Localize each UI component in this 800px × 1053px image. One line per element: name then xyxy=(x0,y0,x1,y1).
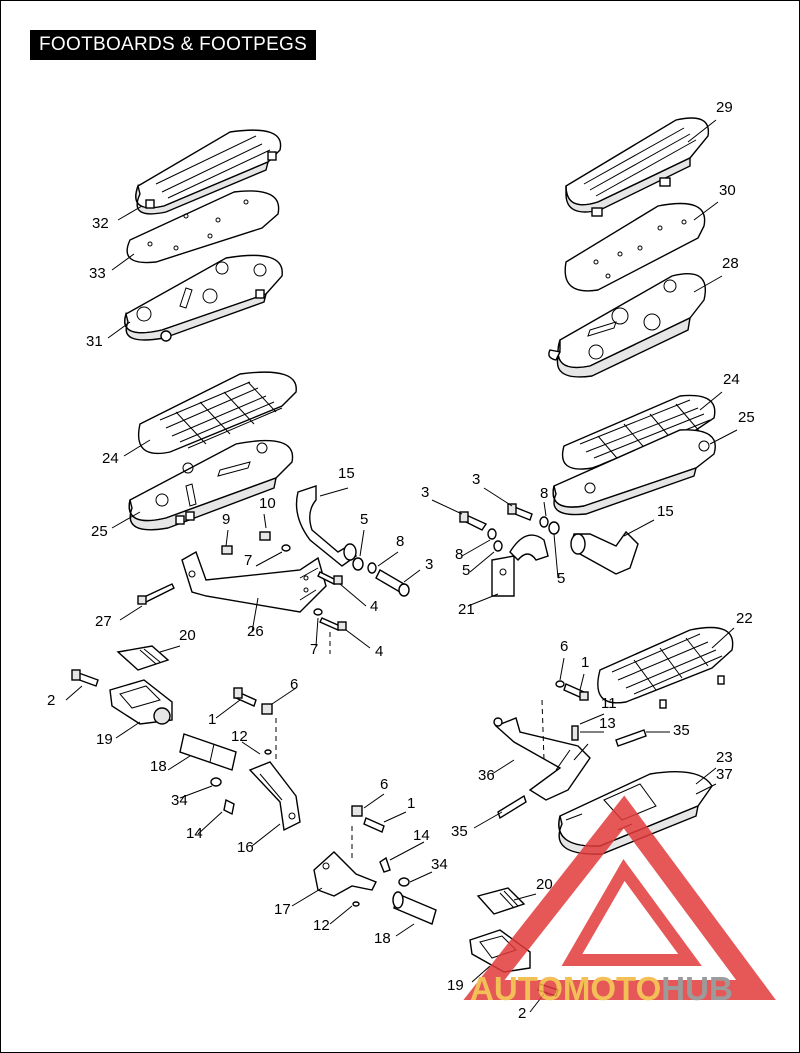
logo-triangle-icon xyxy=(463,795,776,1000)
callout-1: 1 xyxy=(581,654,589,671)
callout-28: 28 xyxy=(722,255,739,272)
callout-24: 24 xyxy=(102,450,119,467)
callout-6: 6 xyxy=(290,676,298,693)
callout-30: 30 xyxy=(719,182,736,199)
callout-17: 17 xyxy=(274,901,291,918)
dashed-alignment-lines xyxy=(275,632,545,860)
callout-9: 9 xyxy=(222,511,230,528)
pin-18-left xyxy=(179,733,237,771)
callout-6: 6 xyxy=(560,638,568,655)
pin-18-right xyxy=(392,891,437,925)
callout-15: 15 xyxy=(657,503,674,520)
footboard-25-right xyxy=(552,429,716,516)
hardware-left-peg xyxy=(210,687,273,816)
callout-18: 18 xyxy=(150,758,167,775)
footboard-plate-30 xyxy=(564,202,706,292)
callout-29: 29 xyxy=(716,99,733,116)
mount-bracket-26 xyxy=(181,550,327,613)
clevis-16-left xyxy=(248,761,301,832)
callout-4: 4 xyxy=(370,598,378,615)
callout-2: 2 xyxy=(47,692,55,709)
bracket-21 xyxy=(491,534,549,597)
footboard-25-left xyxy=(128,439,294,531)
footpeg-rubber-20-left xyxy=(116,645,170,671)
bracket-15-right xyxy=(570,530,639,575)
callout-25: 25 xyxy=(91,523,108,540)
callout-6: 6 xyxy=(380,776,388,793)
callout-7: 7 xyxy=(310,641,318,658)
footboard-plate-33 xyxy=(126,190,280,264)
callout-3: 3 xyxy=(421,484,429,501)
callout-20: 20 xyxy=(536,876,553,893)
logo-wordmark: AUTOMOTOHUB xyxy=(470,970,733,1007)
screw-2-left xyxy=(71,669,99,687)
callout-4: 4 xyxy=(375,643,383,660)
callout-8: 8 xyxy=(540,485,548,502)
callout-36: 36 xyxy=(478,767,495,784)
callout-3: 3 xyxy=(472,471,480,488)
footboard-31 xyxy=(124,254,283,342)
callout-11: 11 xyxy=(601,695,617,712)
callout-5: 5 xyxy=(360,511,368,528)
hardware-small xyxy=(137,503,560,631)
footboard-28 xyxy=(548,273,706,378)
footboard-pad-32 xyxy=(135,129,282,215)
callout-13: 13 xyxy=(599,715,616,732)
callout-19: 19 xyxy=(447,977,464,994)
callout-19: 19 xyxy=(96,731,113,748)
callout-20: 20 xyxy=(179,627,196,644)
callout-3: 3 xyxy=(425,556,433,573)
callout-24: 24 xyxy=(723,371,740,388)
callout-8: 8 xyxy=(455,546,463,563)
diagram-title: FOOTBOARDS & FOOTPEGS xyxy=(30,30,317,60)
callout-8: 8 xyxy=(396,533,404,550)
callout-34: 34 xyxy=(431,856,448,873)
footboard-pad-29 xyxy=(565,117,710,217)
callout-25: 25 xyxy=(738,409,755,426)
footboard-arm-36 xyxy=(493,717,591,801)
footboard-22 xyxy=(597,626,734,709)
logo-text-hub: HUB xyxy=(661,970,733,1007)
callout-23: 23 xyxy=(716,749,733,766)
leader-lines xyxy=(65,119,738,1013)
bracket-15-left xyxy=(295,485,358,567)
callout-35: 35 xyxy=(451,823,468,840)
pins-35 xyxy=(497,680,647,820)
callout-15: 15 xyxy=(338,465,355,482)
callout-22: 22 xyxy=(736,610,753,627)
callout-33: 33 xyxy=(89,265,106,282)
automotohub-logo: AUTOMOTOHUB xyxy=(463,795,776,1007)
footpeg-19-left xyxy=(109,679,173,725)
callout-32: 32 xyxy=(92,215,109,232)
callout-12: 12 xyxy=(231,728,248,745)
clevis-17-right xyxy=(313,851,377,897)
callout-14: 14 xyxy=(186,825,203,842)
callout-7: 7 xyxy=(244,552,252,569)
callout-21: 21 xyxy=(458,601,475,618)
callout-10: 10 xyxy=(259,495,276,512)
callout-1: 1 xyxy=(208,711,216,728)
callout-5: 5 xyxy=(557,570,565,587)
callout-14: 14 xyxy=(413,827,430,844)
callout-1: 1 xyxy=(407,795,415,812)
callout-2: 2 xyxy=(518,1005,526,1022)
callout-18: 18 xyxy=(374,930,391,947)
footboard-mat-24-right xyxy=(561,394,716,470)
callout-26: 26 xyxy=(247,623,264,640)
footpeg-rubber-20-right xyxy=(476,887,526,915)
callout-35: 35 xyxy=(673,722,690,739)
callout-12: 12 xyxy=(313,917,330,934)
callout-34: 34 xyxy=(171,792,188,809)
callout-37: 37 xyxy=(716,766,733,783)
callout-16: 16 xyxy=(237,839,254,856)
logo-text-automoto: AUTOMOTO xyxy=(470,970,661,1007)
callout-31: 31 xyxy=(86,333,103,350)
footboard-23-37 xyxy=(558,771,713,855)
callout-27: 27 xyxy=(95,613,112,630)
callout-5: 5 xyxy=(462,562,470,579)
footboard-mat-24-left xyxy=(138,371,297,455)
